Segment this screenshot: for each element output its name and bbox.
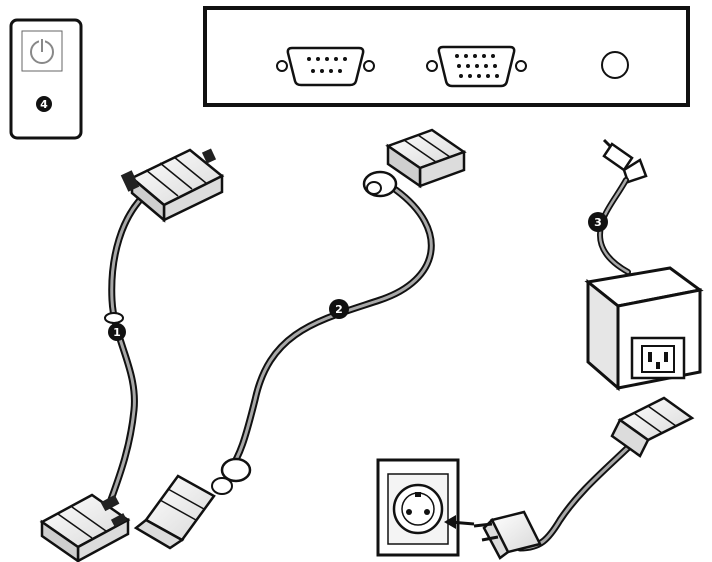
rear-connector-panel [205,8,688,105]
power-adapter-cable: 3 [474,140,700,558]
callout-power-adapter: 3 [588,212,608,232]
callout-vga-cable-number: 2 [335,303,343,316]
wall-outlet [378,460,458,555]
callout-serial-cable: 1 [108,323,126,341]
dc-power-jack [602,52,628,78]
vga-connector-bottom [136,459,250,548]
power-button-panel: 4 [11,20,81,138]
serial-connector-bottom [42,495,128,561]
vga-connector-top [364,130,464,196]
callout-power-button-number: 4 [40,98,48,111]
callout-vga-cable: 2 [329,299,349,319]
callout-power-button: 4 [36,96,52,112]
wall-plug [474,512,540,558]
callout-serial-cable-number: 1 [113,326,121,339]
power-adapter-brick [588,268,700,388]
callout-power-adapter-number: 3 [594,216,602,229]
dc-plug [604,140,646,182]
